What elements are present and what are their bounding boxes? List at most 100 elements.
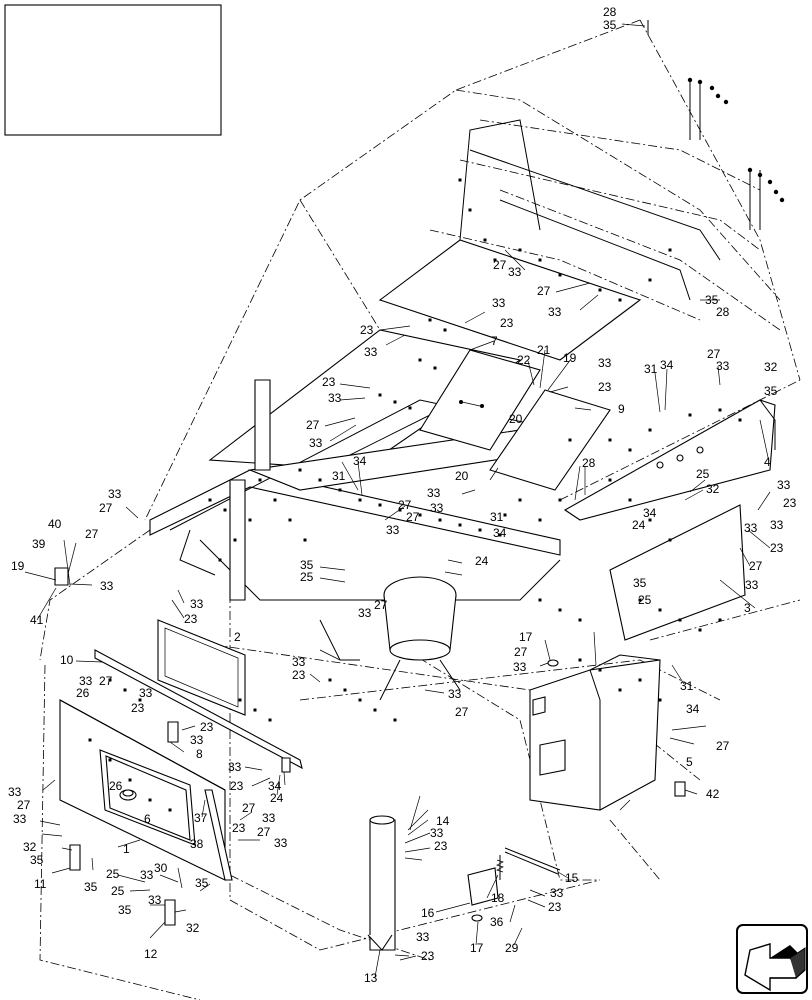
callout-label: 1 <box>123 842 130 856</box>
next-view-arrow-icon[interactable] <box>736 924 808 994</box>
callout-label: 23 <box>783 496 797 510</box>
callout-label: 35 <box>195 876 209 890</box>
callout-label: 33 <box>430 501 444 515</box>
fastener-mark <box>433 366 437 370</box>
callout-label: 17 <box>519 630 533 644</box>
fastener-mark <box>638 598 642 602</box>
callout-label: 27 <box>242 801 256 815</box>
fastener-mark <box>428 318 432 322</box>
fastener-mark <box>688 413 692 417</box>
fastener-mark <box>358 698 362 702</box>
part-10-strip <box>94 649 303 770</box>
callout-label: 33 <box>328 391 342 405</box>
fastener-mark <box>608 478 612 482</box>
callout-label: 33 <box>777 478 791 492</box>
callout-label: 33 <box>274 836 288 850</box>
fastener-mark <box>248 518 252 522</box>
part-11-12-latches <box>69 844 176 926</box>
callout-label: 33 <box>744 521 758 535</box>
fastener-mark <box>168 808 172 812</box>
callout-label: 33 <box>716 359 730 373</box>
part-24-34-clip <box>281 757 291 773</box>
callout-label: 23 <box>770 541 784 555</box>
fastener-mark <box>298 468 302 472</box>
callout-label: 23 <box>360 323 374 337</box>
callout-label: 27 <box>306 418 320 432</box>
callout-label: 27 <box>514 645 528 659</box>
fastener-mark <box>558 498 562 502</box>
callout-label: 27 <box>85 527 99 541</box>
fastener-mark <box>408 406 412 410</box>
callout-label: 33 <box>292 655 306 669</box>
part-9-panel <box>489 389 611 491</box>
fastener-mark <box>328 678 332 682</box>
callout-label: 34 <box>493 526 507 540</box>
fastener-mark <box>518 498 522 502</box>
callout-label: 33 <box>550 886 564 900</box>
fastener-mark <box>378 503 382 507</box>
callout-label: 35 <box>30 853 44 867</box>
callout-label: 20 <box>509 412 523 426</box>
callout-label: 33 <box>140 868 154 882</box>
fastener-mark <box>128 778 132 782</box>
part-1-door-panel <box>59 699 226 881</box>
callout-label: 19 <box>563 351 577 365</box>
callout-label: 25 <box>106 867 120 881</box>
callout-label: 23 <box>500 316 514 330</box>
callout-label: 23 <box>230 779 244 793</box>
fastener-mark <box>608 438 612 442</box>
callout-label: 16 <box>421 906 435 920</box>
callout-label: 12 <box>144 947 158 961</box>
callout-label: 13 <box>364 971 378 985</box>
callout-label: 22 <box>517 353 531 367</box>
callout-label: 35 <box>118 903 132 917</box>
callout-label: 27 <box>493 258 507 272</box>
callout-label: 35 <box>705 293 719 307</box>
fastener-mark <box>483 238 487 242</box>
fastener-mark <box>373 708 377 712</box>
fastener-mark <box>338 488 342 492</box>
callout-label: 14 <box>436 814 450 828</box>
fastener-mark <box>438 518 442 522</box>
callout-label: 32 <box>764 360 778 374</box>
callout-label: 25 <box>300 570 314 584</box>
fastener-mark <box>538 598 542 602</box>
fastener-mark <box>648 428 652 432</box>
callout-label: 25 <box>638 593 652 607</box>
callout-label: 28 <box>603 5 617 19</box>
fasteners <box>88 178 742 812</box>
fastener-mark <box>343 688 347 692</box>
fastener-mark <box>578 618 582 622</box>
callout-label: 33 <box>416 930 430 944</box>
callout-label: 34 <box>268 779 282 793</box>
callout-label: 33 <box>309 436 323 450</box>
callout-label: 23 <box>421 949 435 963</box>
callout-label: 27 <box>406 510 420 524</box>
fastener-mark <box>698 628 702 632</box>
fastener-mark <box>478 528 482 532</box>
fastener-mark <box>503 513 507 517</box>
fastener-mark <box>668 538 672 542</box>
fastener-mark <box>208 498 212 502</box>
fastener-mark <box>398 508 402 512</box>
fastener-mark <box>458 178 462 182</box>
callout-label: 27 <box>537 284 551 298</box>
callout-label: 33 <box>108 487 122 501</box>
fastener-mark <box>233 538 237 542</box>
fastener-mark <box>538 258 542 262</box>
callout-label: 23 <box>200 720 214 734</box>
callout-label: 15 <box>565 871 579 885</box>
callout-label: 35 <box>764 384 778 398</box>
callout-label: 2 <box>234 630 241 644</box>
part-37-hinge-rail <box>204 789 233 881</box>
callout-label: 33 <box>79 674 93 688</box>
callout-label: 33 <box>427 486 441 500</box>
fastener-mark <box>108 678 112 682</box>
callout-label: 33 <box>513 660 527 674</box>
fastener-mark <box>318 478 322 482</box>
callout-label: 6 <box>144 812 151 826</box>
fastener-mark <box>538 518 542 522</box>
fastener-mark <box>238 698 242 702</box>
callout-label: 24 <box>632 518 646 532</box>
fastener-mark <box>273 498 277 502</box>
